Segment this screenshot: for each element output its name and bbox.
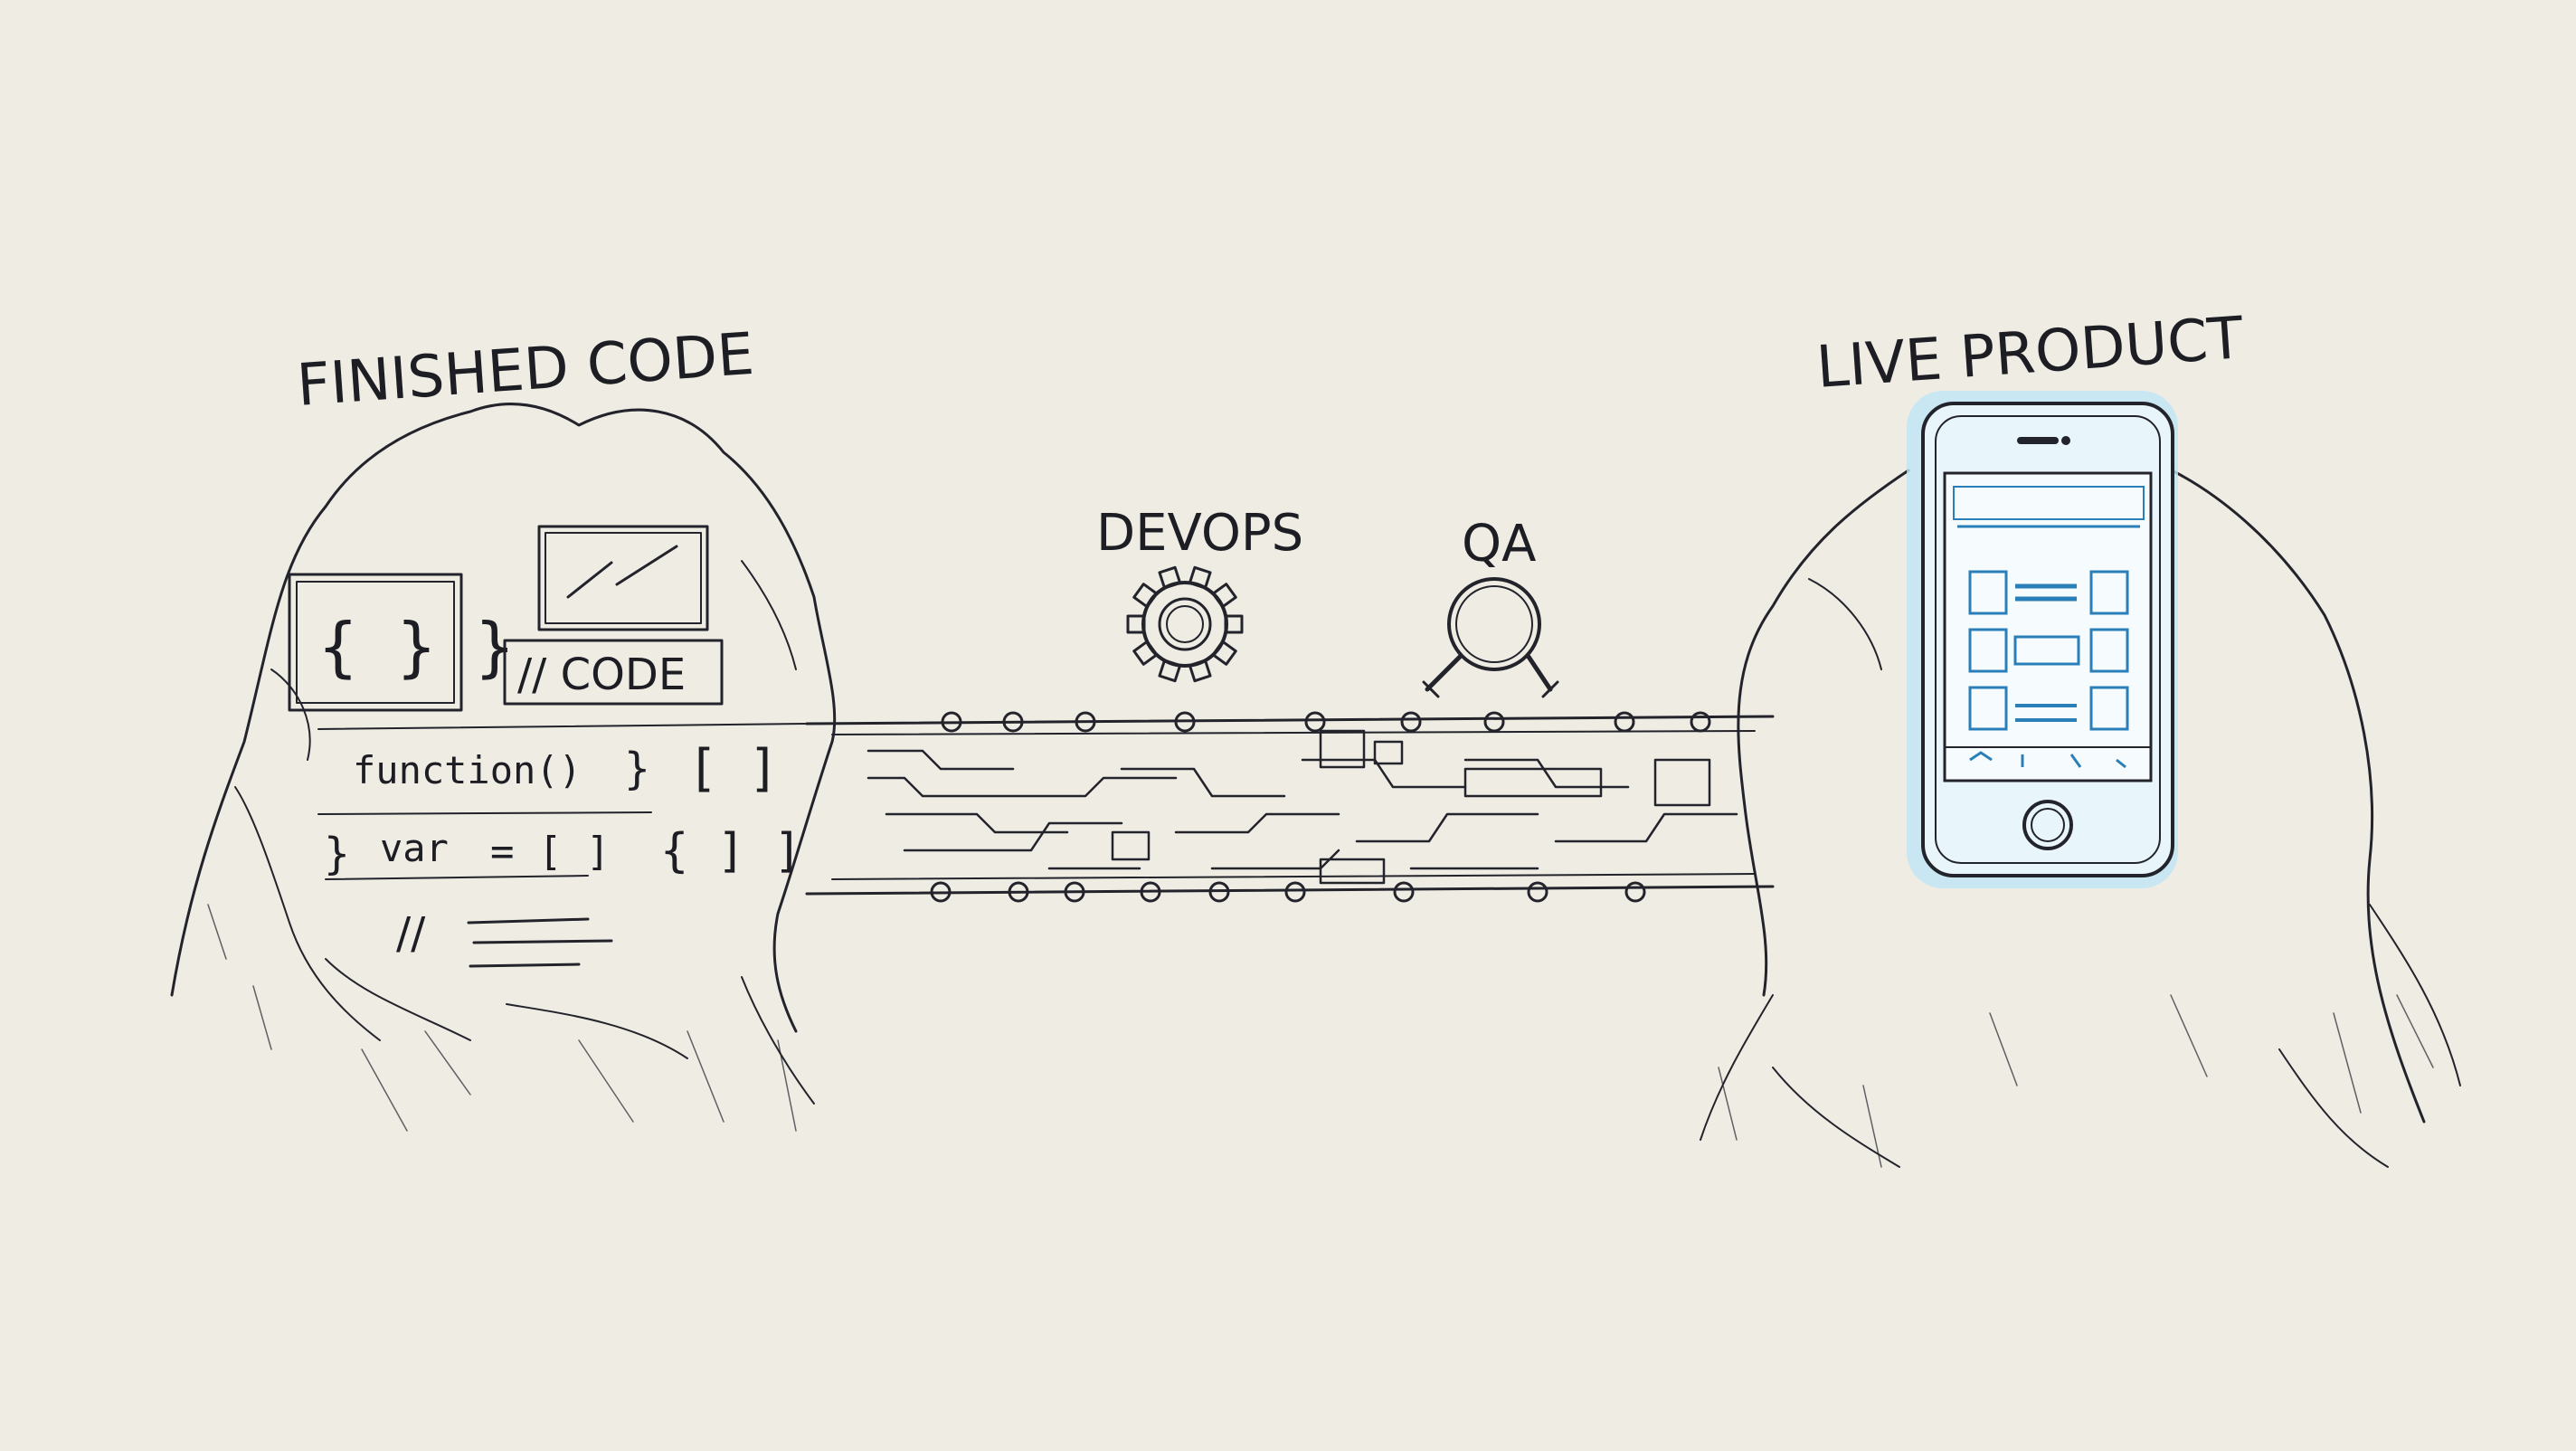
code-assign: = [ ] [490,829,610,875]
gear-tooth [1158,659,1182,683]
braces-text: { } } [318,609,515,685]
gear-tooth [1188,565,1212,590]
circuit-node [1075,711,1096,733]
gear-tooth [1188,659,1212,683]
gear-tooth [1158,565,1182,590]
gear-tooth [1132,640,1159,666]
gear-tooth [1132,583,1159,609]
code-open-brace: } [324,829,350,879]
circuit-node [1304,711,1326,733]
gear-teeth [1126,565,1244,683]
code-brackets-2: { ] ] [660,824,802,878]
code-line-var: var [380,826,449,870]
label-live-product: LIVE PRODUCT [1814,305,2246,402]
code-lines: function() } [ ] } var = [ ] { ] ] // [317,723,810,968]
code-comment-box: // CODE [503,639,724,706]
braces-box: { } } [288,573,515,712]
circuit-node [1008,881,1029,903]
circuit-node [1284,881,1306,903]
right-cliff [1700,460,2461,1168]
gear-tooth [1211,640,1237,666]
label-devops: DEVOPS [1096,504,1303,563]
code-comment-text: // CODE [517,650,686,700]
circuit-node [1002,711,1024,733]
code-brackets-1: [ ] [687,739,779,798]
gear-tooth [1211,583,1237,609]
code-line-function: function() [353,748,582,792]
circuit-board-icon [805,715,1775,896]
magnifier-icon [1422,577,1559,698]
code-window-icon [537,525,709,631]
circuit-node [1690,711,1711,733]
circuit-node [1400,711,1422,733]
left-cliff [170,403,837,1132]
circuit-node [1140,881,1161,903]
circuit-node [930,881,952,903]
gear-tooth [1224,614,1244,634]
circuit-node [1393,881,1415,903]
circuit-node [941,711,962,733]
circuit-node [1624,881,1646,903]
circuit-nodes [930,711,1711,903]
circuit-node [1208,881,1230,903]
smartphone-icon [1907,391,2178,888]
gear-tooth [1126,614,1146,634]
label-qa: QA [1462,515,1536,574]
code-close-brace: } [624,744,650,794]
circuit-node [1527,881,1548,903]
circuit-node [1483,711,1505,733]
circuit-node [1174,711,1196,733]
circuit-node [1064,881,1085,903]
code-slashes: // [396,908,426,959]
circuit-node [1614,711,1635,733]
